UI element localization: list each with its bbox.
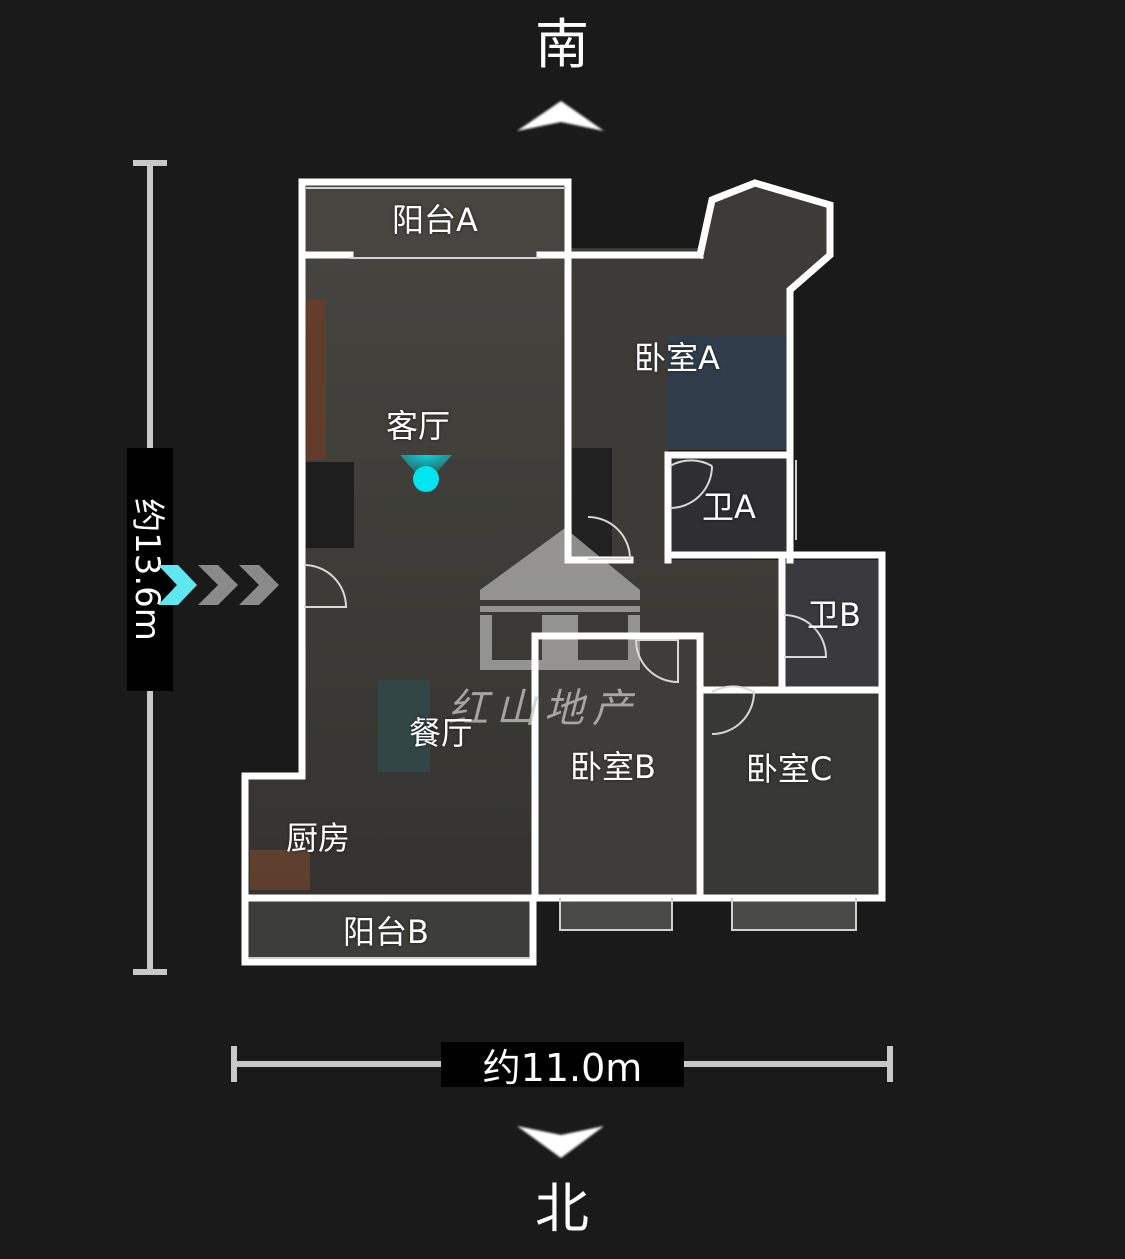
room-label-bedroom-c[interactable]: 卧室C — [745, 750, 833, 788]
watermark-text: 红山地产 — [448, 686, 640, 732]
room-label-balcony-a[interactable]: 阳台A — [392, 201, 478, 239]
compass-south-label: 南 — [535, 13, 589, 76]
room-label-bathroom-b[interactable]: 卫B — [807, 596, 861, 634]
room-label-dining-room[interactable]: 餐厅 — [408, 714, 474, 752]
height-dimension-label: 约13.6m — [127, 448, 173, 691]
room-label-kitchen[interactable]: 厨房 — [285, 819, 351, 857]
viewer-position-marker[interactable] — [413, 466, 439, 492]
compass-north-label: 北 — [535, 1177, 589, 1240]
door-arcs — [303, 459, 828, 735]
width-dimension-text: 约11.0m — [482, 1046, 643, 1090]
walls — [241, 178, 886, 966]
room-label-living-room[interactable]: 客厅 — [385, 407, 451, 445]
width-dimension-label: 约11.0m — [441, 1042, 684, 1090]
windows — [248, 187, 857, 959]
room-label-bedroom-a[interactable]: 卧室A — [634, 339, 720, 377]
room-label-balcony-b[interactable]: 阳台B — [343, 913, 429, 951]
room-label-bathroom-a[interactable]: 卫A — [702, 488, 756, 526]
room-label-bedroom-b[interactable]: 卧室B — [570, 748, 656, 786]
height-dimension-text: 约13.6m — [126, 498, 167, 641]
